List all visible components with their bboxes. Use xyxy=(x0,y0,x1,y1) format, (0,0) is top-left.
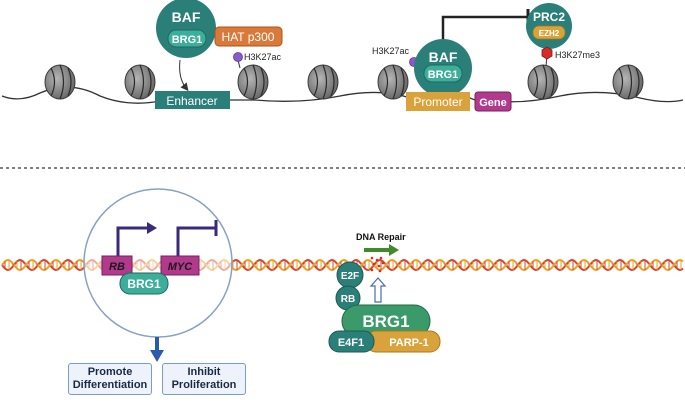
prc2-label: PRC2 xyxy=(533,10,565,24)
baf-inhibits-prc2-line xyxy=(441,15,528,40)
ezh2-pill xyxy=(532,25,566,40)
promote-differentiation-box: Promote Differentiation xyxy=(68,363,152,395)
rb-activation-arrow xyxy=(116,226,147,256)
enhancer-box xyxy=(155,91,230,109)
brg1-left-label: BRG1 xyxy=(172,34,203,46)
myc-repression-arrow xyxy=(176,226,215,256)
e4f1-pill xyxy=(328,330,375,353)
h3k27me3-label: H3K27me3 xyxy=(555,50,600,60)
gene-label: Gene xyxy=(479,97,507,109)
ezh2-label: EZH2 xyxy=(539,29,560,38)
nucleosome xyxy=(527,64,559,100)
h3k27ac-mid-label: H3K27ac xyxy=(372,46,410,56)
nucleosome xyxy=(124,64,156,100)
nucleosome xyxy=(307,64,339,100)
chromatin-fiber xyxy=(1,86,684,104)
rb-gene-box xyxy=(101,255,133,276)
hat-p300-label: HAT p300 xyxy=(222,30,275,44)
rb-protein-label: RB xyxy=(341,294,355,305)
h3k27me3-hexagon xyxy=(541,46,553,60)
inhibit-proliferation-box: Inhibit Proliferation xyxy=(162,363,246,395)
nucleosome xyxy=(44,64,76,100)
nucleosome xyxy=(237,64,269,100)
h3k27ac-left-label: H3K27ac xyxy=(244,52,282,62)
baf-left-label: BAF xyxy=(172,9,201,25)
e2f-label: E2F xyxy=(341,271,359,282)
brg1-circle-pill xyxy=(119,272,169,295)
myc-gene-label: MYC xyxy=(168,261,194,273)
enhancer-label: Enhancer xyxy=(166,94,217,108)
hat-p300-box xyxy=(214,26,283,47)
rb-activation-arrowhead xyxy=(147,222,157,234)
brg1-mid-pill xyxy=(423,64,463,83)
brg1-complex-label: BRG1 xyxy=(362,312,409,331)
rb-gene-label: RB xyxy=(109,261,125,273)
nucleosome xyxy=(377,64,409,100)
nucleosome xyxy=(612,64,644,100)
baf-mid-label: BAF xyxy=(429,49,458,65)
parp1-label: PARP-1 xyxy=(389,337,429,349)
dna-repair-arrowhead xyxy=(389,244,399,256)
recruitment-arrow xyxy=(369,277,387,303)
brg1-left-pill xyxy=(167,29,207,48)
brg1-mid-label: BRG1 xyxy=(428,69,459,81)
promoter-label: Promoter xyxy=(413,95,462,109)
brg1-circle-label: BRG1 xyxy=(127,277,161,291)
promoter-box xyxy=(406,92,470,111)
e4f1-label: E4F1 xyxy=(338,337,364,349)
outcome-arrowhead xyxy=(150,350,164,362)
baf-to-enhancer-arrow xyxy=(179,59,189,92)
myc-gene-box xyxy=(160,255,200,276)
h3k27ac-dot-left xyxy=(233,52,243,62)
dna-repair-label: DNA Repair xyxy=(356,232,406,242)
gene-box xyxy=(474,91,512,112)
dna-damage-dots xyxy=(370,256,385,273)
